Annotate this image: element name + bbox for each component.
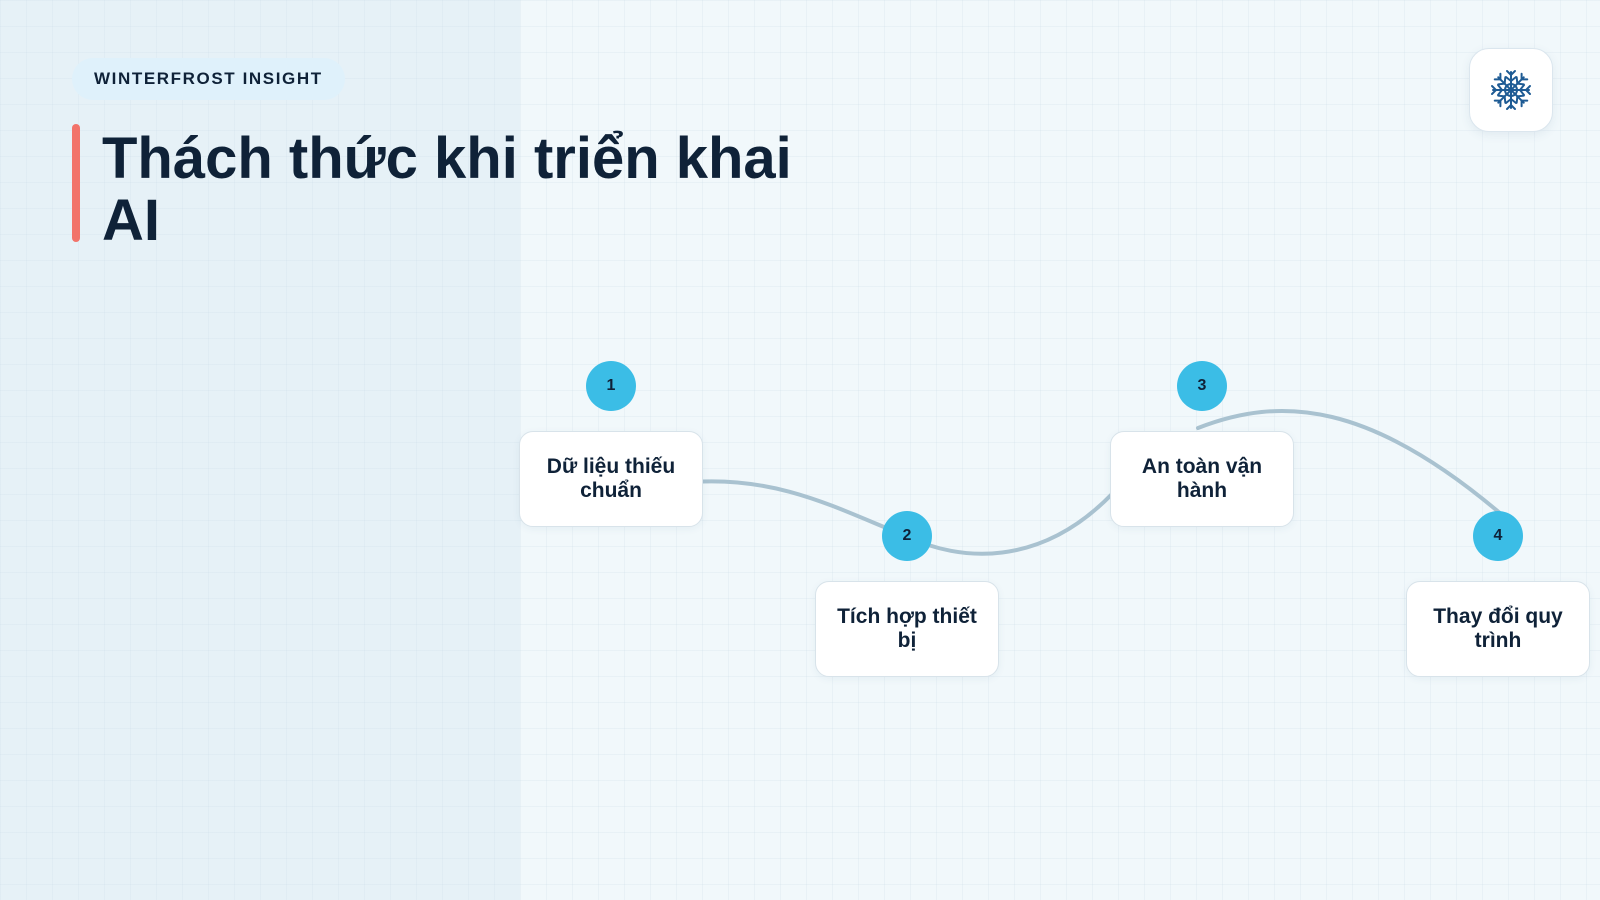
step-number-2: 2 xyxy=(882,511,932,561)
step-card-4: Thay đổi quy trình xyxy=(1406,581,1590,677)
step-number-1: 1 xyxy=(586,361,636,411)
step-number-3: 3 xyxy=(1177,361,1227,411)
step-card-2: Tích hợp thiết bị xyxy=(815,581,999,677)
snowflake-icon xyxy=(1491,70,1531,110)
title-accent-bar xyxy=(72,124,80,242)
brand-badge: WINTERFROST INSIGHT xyxy=(72,58,345,100)
step-card-1: Dữ liệu thiếu chuẩn xyxy=(519,431,703,527)
step-card-3: An toàn vận hành xyxy=(1110,431,1294,527)
logo-card xyxy=(1469,48,1553,132)
left-panel xyxy=(0,0,520,900)
step-number-4: 4 xyxy=(1473,511,1523,561)
page-title: Thách thức khi triển khai AI xyxy=(102,126,792,253)
